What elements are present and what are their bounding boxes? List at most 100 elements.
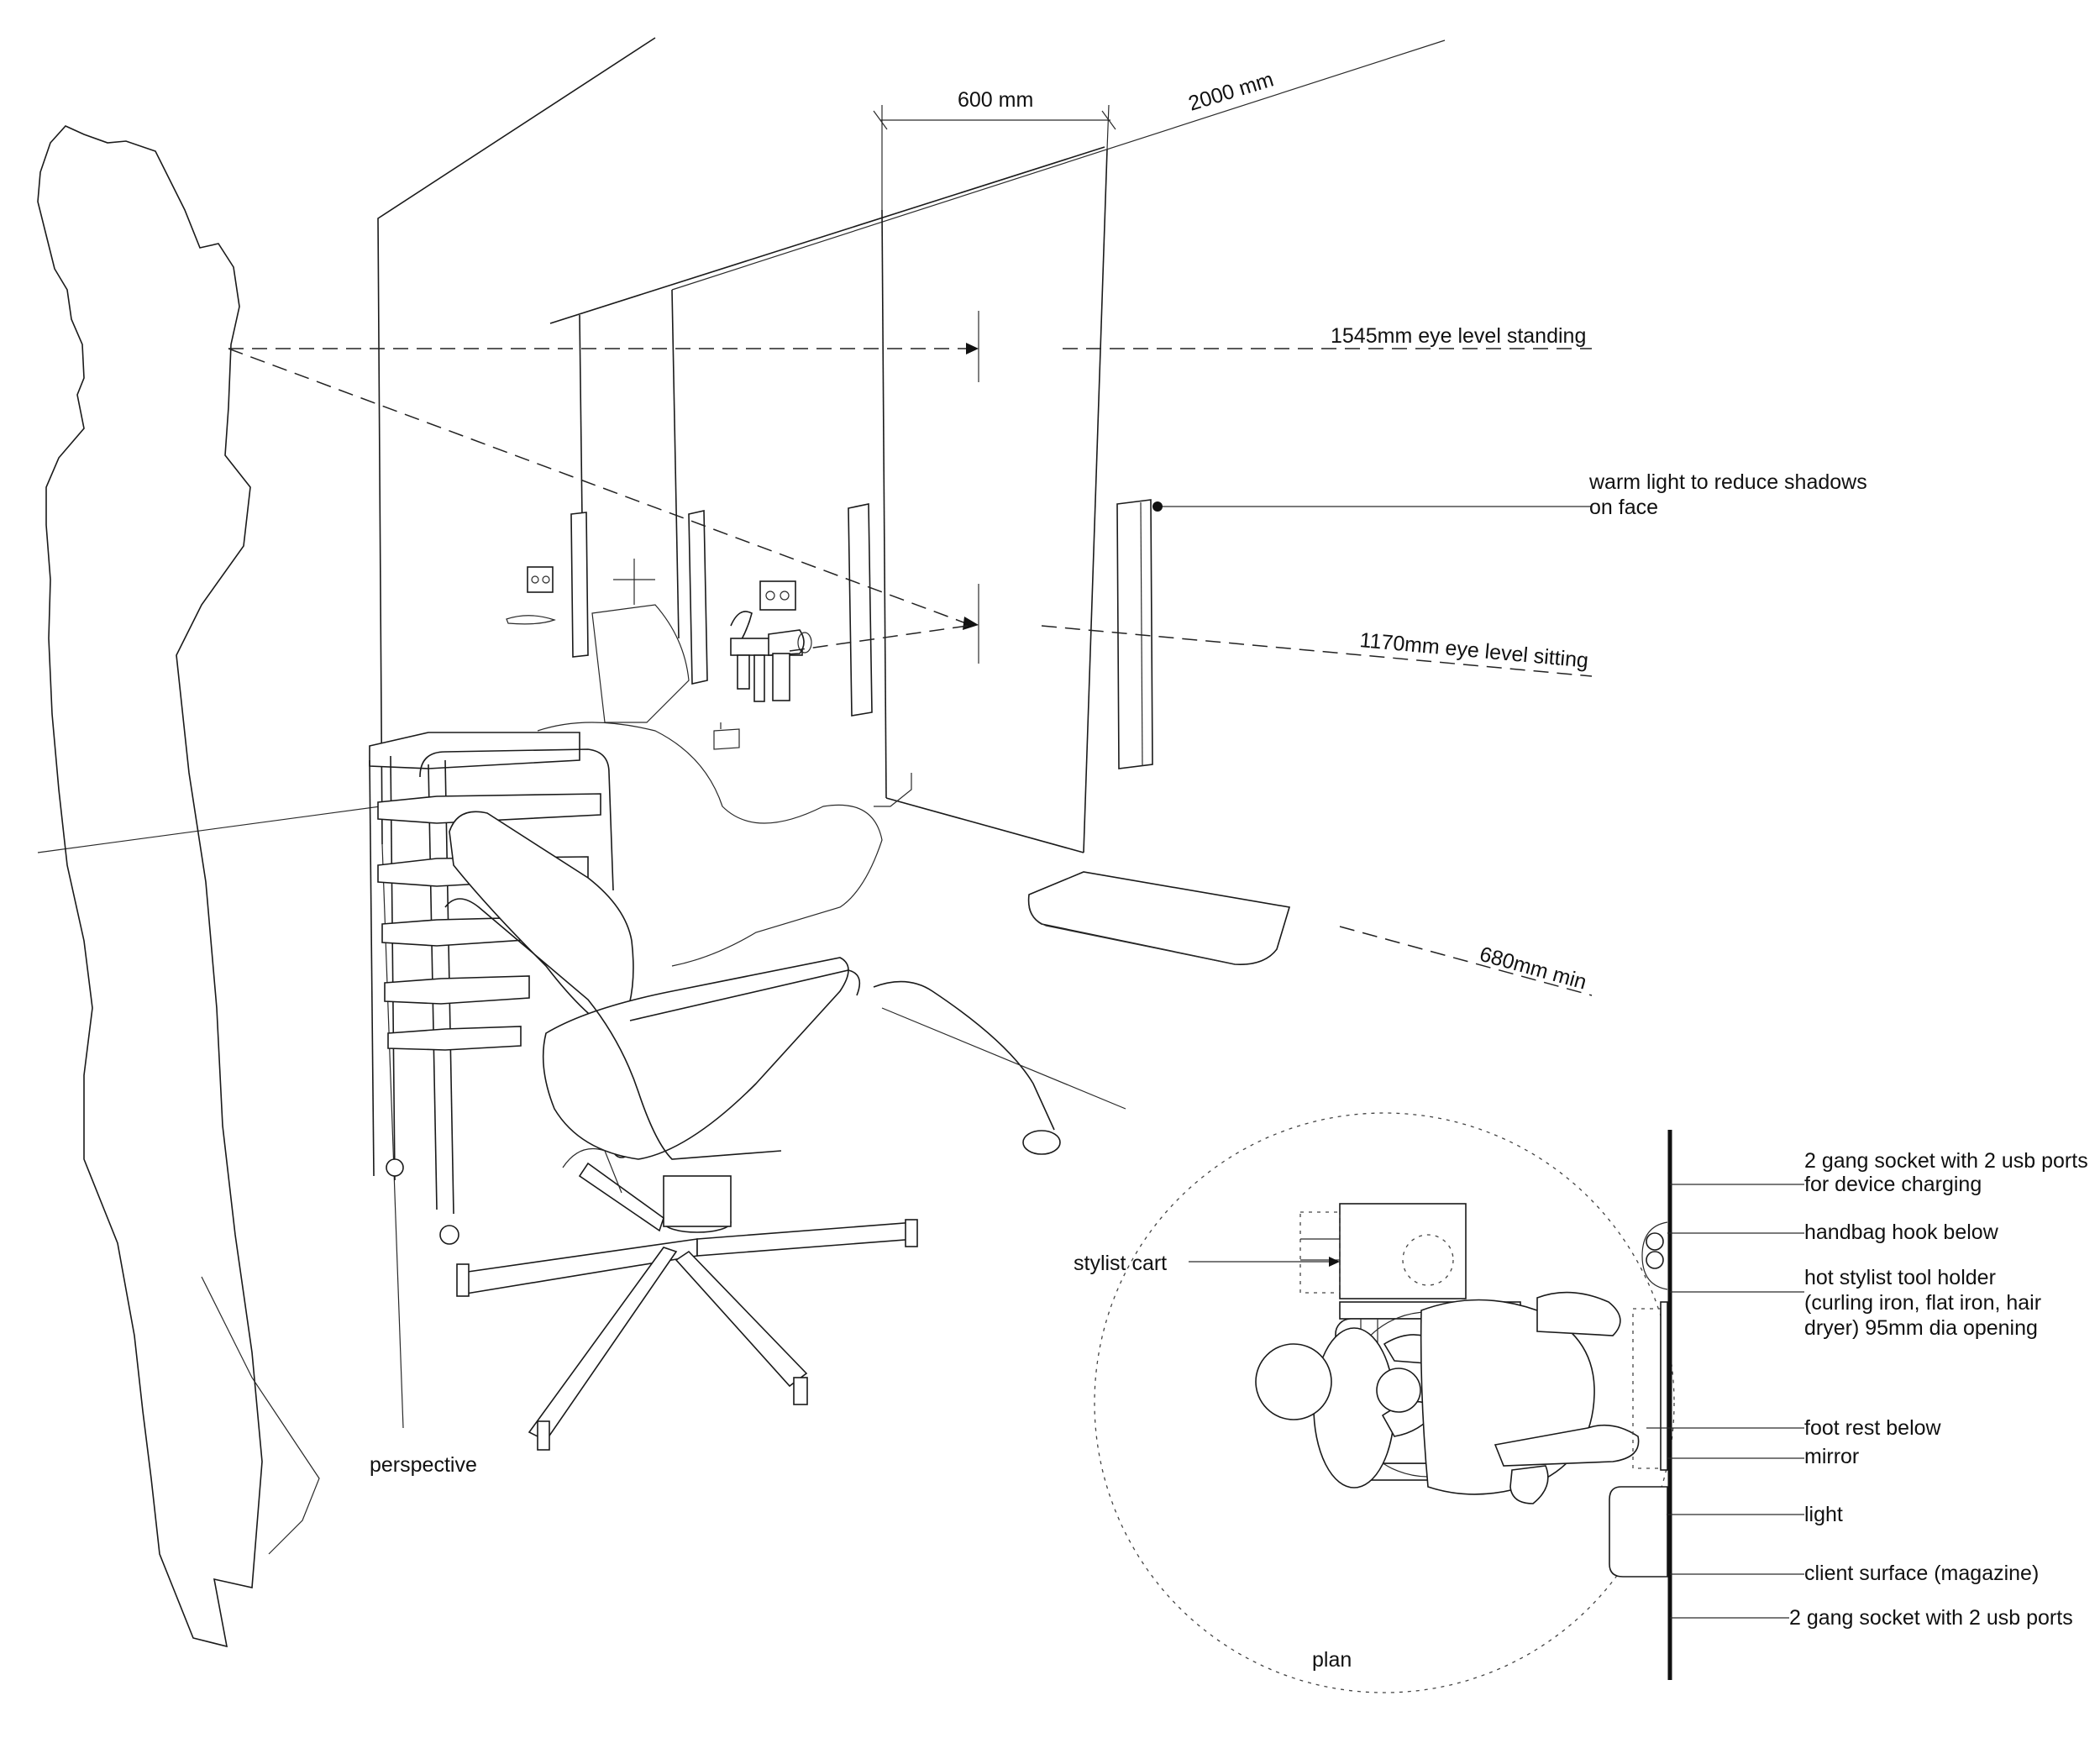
chair-base-leg	[578, 1162, 664, 1232]
plan-view: 2 gang socket with 2 usb ports for devic…	[1074, 1112, 2088, 1693]
light-bar-1	[570, 512, 589, 658]
client-surface-perspective	[1027, 871, 1291, 965]
mirror-panel-centre-edge	[881, 209, 887, 799]
eye-level-sitting-line	[1041, 625, 1593, 677]
callout-handbag-hook: handbag hook below	[1804, 1221, 1999, 1244]
skirting-detail	[874, 773, 912, 807]
warm-light-leader-dot	[1152, 501, 1163, 512]
plan-cart-tray-outline	[1299, 1211, 1341, 1294]
dim-2000-label: 2000 mm	[1186, 67, 1277, 115]
chair-lever	[562, 1147, 622, 1194]
chair-base-leg	[696, 1221, 916, 1257]
dimension-line-2000	[671, 39, 1446, 291]
plan-mirror	[1660, 1301, 1668, 1471]
curling-iron	[737, 654, 750, 690]
plan-handbag-hook	[1646, 1251, 1664, 1269]
stylist-cart-label: stylist cart	[1074, 1252, 1167, 1275]
footrest-guide	[881, 1007, 1126, 1110]
cart-wheel	[386, 1158, 404, 1177]
light-bar-4-face	[1140, 501, 1143, 767]
light-bar-3	[848, 503, 873, 717]
warm-light-label-line2: on face	[1589, 496, 1658, 519]
chair-column	[663, 1175, 732, 1227]
plan-cart	[1339, 1203, 1467, 1299]
warm-light-label-line1: warm light to reduce shadows	[1588, 470, 1867, 494]
eye-level-standing-label: 1545mm eye level standing	[1331, 324, 1586, 348]
dimension-tick-right	[1101, 110, 1116, 130]
callout-tool-holder-line2: (curling iron, flat iron, hair	[1804, 1291, 2041, 1315]
plan-client-figure	[1376, 1291, 1640, 1504]
footrest-end	[1022, 1130, 1061, 1155]
sight-arrow-sitting	[963, 617, 979, 630]
socket-pin	[542, 575, 550, 584]
shelf-edge	[1028, 906, 1236, 965]
perspective-view: 600 mm 2000 mm 1545mm eye level standing…	[37, 37, 1867, 1648]
plan-callout-leaders	[1189, 1184, 1804, 1619]
silhouette-arm	[201, 1276, 320, 1555]
dimension-ext-right	[1106, 104, 1110, 150]
depth-dimension-line	[1339, 926, 1593, 996]
perspective-caption: perspective	[370, 1453, 477, 1477]
chair-seat	[542, 957, 849, 1160]
chair-footrest-arm	[873, 980, 1055, 1131]
callout-socket-line1: 2 gang socket with 2 usb ports	[1804, 1149, 2088, 1173]
cart-wheel	[439, 1225, 459, 1245]
standing-person-silhouette	[37, 125, 263, 1648]
mirror-panel-right-edge	[1083, 149, 1108, 853]
reflection-outline-lower	[537, 722, 883, 967]
cart-tray	[387, 1026, 522, 1051]
leader-stylist-cart-arrow	[1329, 1257, 1340, 1267]
callout-tool-holder-line1: hot stylist tool holder	[1804, 1266, 1996, 1289]
hair-dryer-nozzle	[797, 632, 812, 654]
callout-socket-bottom: 2 gang socket with 2 usb ports	[1789, 1606, 2073, 1630]
hair-dryer-body	[768, 629, 805, 656]
sight-lines	[228, 311, 1593, 996]
chair-armrest-left	[444, 898, 782, 1160]
cart-tray	[384, 975, 530, 1005]
client-hand	[1509, 1465, 1549, 1504]
plan-tool-holder	[1641, 1221, 1668, 1290]
light-bars	[570, 499, 1153, 769]
sight-line-seated-eye	[789, 625, 969, 652]
callout-light: light	[1804, 1503, 1843, 1526]
hair-dryer-handle	[772, 653, 790, 701]
plan-client-surface	[1609, 1486, 1668, 1578]
chair-foot-cap	[905, 1219, 918, 1247]
socket-pin	[765, 591, 775, 601]
side-wall	[377, 37, 656, 845]
callout-footrest: foot rest below	[1804, 1416, 1942, 1440]
plan-caption: plan	[1312, 1648, 1352, 1672]
chair-foot-cap	[537, 1420, 550, 1451]
hot-tool-holder	[730, 611, 812, 702]
sight-line-sitting	[228, 348, 967, 624]
salon-chair-perspective	[444, 811, 1126, 1451]
handbag-hook	[506, 615, 556, 625]
mirror-floor-line	[885, 797, 1084, 853]
cart-post	[369, 759, 375, 1177]
shelf-top	[1027, 871, 1291, 965]
plan-cart-bin	[1402, 1234, 1454, 1286]
cart-post	[390, 755, 396, 1181]
chair-foot-cap	[456, 1263, 470, 1297]
wall-hook	[713, 722, 740, 750]
mirror-panel-divider	[671, 289, 680, 639]
stylist-head	[1255, 1343, 1332, 1420]
chair-foot-cap	[793, 1377, 808, 1405]
callout-socket-line2: for device charging	[1804, 1173, 1982, 1196]
dimension-tick-left	[873, 110, 888, 130]
stylist-shoulders	[1313, 1327, 1395, 1488]
flat-iron	[753, 654, 765, 702]
cart-tray	[377, 793, 601, 824]
socket-pin	[780, 591, 790, 601]
callout-client-surface: client surface (magazine)	[1804, 1562, 2039, 1585]
callout-mirror: mirror	[1804, 1445, 1859, 1468]
socket-pin	[531, 575, 539, 584]
mirror-top-edge	[549, 146, 1105, 324]
callout-tool-holder-line3: dryer) 95mm dia opening	[1804, 1316, 2038, 1340]
client-arm-top	[1536, 1291, 1621, 1336]
tool-hook	[730, 611, 753, 648]
reflection-outline	[591, 604, 690, 723]
client-legs	[1494, 1424, 1640, 1467]
